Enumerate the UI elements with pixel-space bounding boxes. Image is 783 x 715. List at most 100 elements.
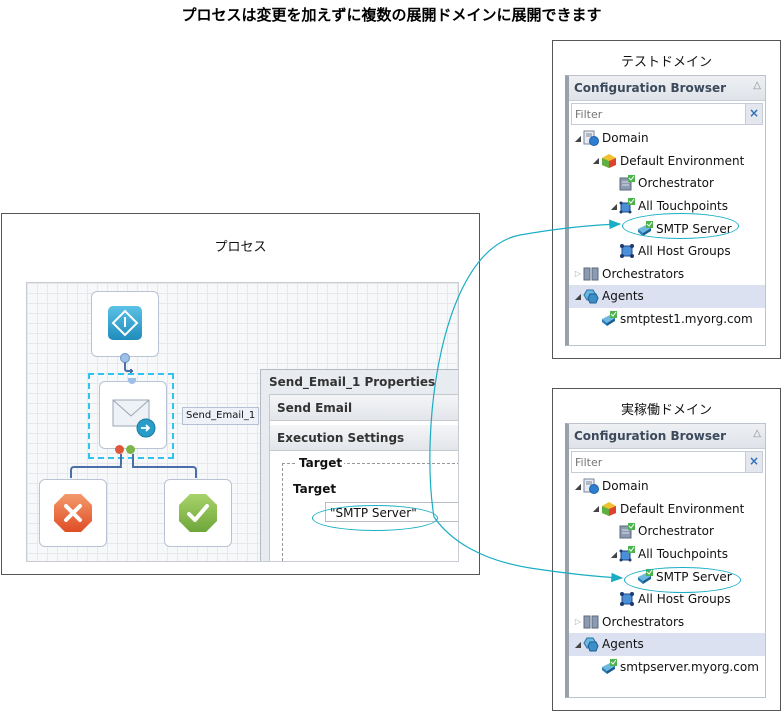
tree-item-label: All Touchpoints [638,199,728,214]
host-groups-icon [619,591,635,607]
process-frame-title: プロセス [214,240,267,255]
tree-item[interactable]: ◢ All Touchpoints [569,195,765,218]
properties-body: Send Email Execution Settings Target Tar… [269,394,458,561]
expanded-triangle-icon[interactable]: ◢ [574,639,582,649]
email-icon [112,399,156,438]
node-label: Send_Email_1 [182,407,260,425]
tree-item[interactable]: SMTP Server [569,217,765,240]
production-domain-title: 実稼働ドメイン [620,403,712,418]
input-port [128,378,136,384]
domain-icon [583,478,599,495]
process-canvas[interactable]: Send_Email_1 Send_Email_1 Properties [26,282,459,562]
collapse-icon[interactable]: △ [753,80,761,91]
tree-item-label: Orchestrator [638,524,714,539]
tree-item[interactable]: ▷ Orchestrators [569,263,765,286]
expanded-triangle-icon[interactable]: ◢ [574,133,582,143]
expanded-triangle-icon[interactable]: ◢ [574,291,582,301]
tree-item-label: All Touchpoints [638,547,728,562]
success-icon [179,494,217,532]
tree-item[interactable]: ◢ Domain [569,127,765,150]
error-port-icon[interactable] [115,445,124,454]
tree-item[interactable]: smtpserver.myorg.com [569,656,765,679]
tree-item[interactable]: ◢ Agents [569,633,765,656]
orchestrators-icon [583,266,599,282]
collapse-icon[interactable]: △ [753,428,761,439]
expanded-triangle-icon[interactable]: ◢ [610,201,618,211]
filter-box: × [571,451,763,473]
tree-item[interactable]: ▷Orchestrators [569,611,765,634]
test-domain-title: テストドメイン [620,55,712,70]
touchpoint-server-icon [637,220,653,237]
tree-item[interactable]: ◢ Domain [569,475,765,498]
filter-input[interactable] [572,104,745,124]
tree-item[interactable]: ◢Default Environment [569,498,765,521]
agents-icon [583,288,599,304]
tree-item[interactable]: All Host Groups [569,240,765,263]
expanded-triangle-icon[interactable]: ◢ [592,504,600,514]
tree-item-label: All Host Groups [638,244,731,259]
target-input[interactable]: "SMTP Server" [325,502,458,522]
start-icon [108,306,142,340]
clear-filter-icon[interactable]: × [745,104,762,124]
connector-line [70,454,122,468]
tree-item-label: Domain [602,479,649,494]
tree-item-label: Agents [602,637,644,652]
browser-title: Configuration Browser [574,81,727,95]
expanded-triangle-icon[interactable]: ◢ [574,481,582,491]
tree-item[interactable]: All Host Groups [569,588,765,611]
send-email-node[interactable] [99,378,167,449]
tree-item[interactable]: Orchestrator [569,520,765,543]
environment-icon [601,501,617,517]
start-node[interactable] [91,291,159,357]
orchestrators-icon [583,614,599,630]
clear-filter-icon[interactable]: × [745,452,762,472]
collapsed-triangle-icon[interactable]: ▷ [574,269,582,279]
configuration-browser: Configuration Browser △ × ◢Domain◢Defaul… [565,75,766,346]
filter-box: × [571,103,763,125]
domain-icon [583,130,599,147]
tree-item-label: SMTP Server [656,221,732,236]
tree-item[interactable]: SMTP Server [569,565,765,588]
touchpoints-icon [619,198,635,214]
environment-icon [601,153,617,169]
agents-icon [583,636,599,652]
agent-server-icon [601,311,617,327]
success-port-icon[interactable] [126,445,135,454]
host-groups-icon [619,243,635,259]
filter-input[interactable] [572,452,745,472]
section-execution-settings[interactable]: Execution Settings [270,425,458,451]
target-group: Target Target "SMTP Server" [282,456,458,561]
tree-item-label: smtpserver.myorg.com [620,660,759,675]
tree-item-label: Orchestrator [638,176,714,191]
tree-item[interactable]: ◢ Agents [569,285,765,308]
orchestrator-icon [619,523,635,539]
tree-item[interactable]: Orchestrator [569,172,765,195]
agent-server-icon [601,659,617,675]
configuration-browser: Configuration Browser △ × ◢Domain◢Defaul… [565,423,766,698]
tree-item[interactable]: ◢ Default Environment [569,150,765,173]
error-end-node[interactable] [39,479,107,547]
connector-line [132,454,136,466]
tree-item-label: Domain [602,131,649,146]
section-send-email[interactable]: Send Email [270,395,458,421]
connector-line [132,466,197,478]
tree-item[interactable]: smtptest1.myorg.com [569,308,765,331]
touchpoint-server-icon [637,568,653,585]
tree-item-label: Orchestrators [602,266,685,281]
success-end-node[interactable] [164,479,232,547]
process-frame: プロセス Send_Email_1 [1,213,480,575]
tree-item[interactable]: ◢ All Touchpoints [569,543,765,566]
tree-item-label: Agents [602,289,644,304]
connector-line [130,369,134,375]
diagram-title: プロセスは変更を加えずに複数の展開ドメインに展開できます [181,6,602,24]
browser-header: Configuration Browser △ [569,76,765,101]
browser-header: Configuration Browser △ [569,424,765,449]
tree-item-label: Default Environment [620,153,745,168]
production-domain-frame: 実稼働ドメイン Configuration Browser △ × ◢Domai… [552,388,781,711]
test-domain-frame: テストドメイン Configuration Browser △ × ◢Domai… [552,40,781,359]
collapsed-triangle-icon[interactable]: ▷ [574,617,582,627]
expanded-triangle-icon[interactable]: ◢ [592,156,600,166]
expanded-triangle-icon[interactable]: ◢ [610,549,618,559]
